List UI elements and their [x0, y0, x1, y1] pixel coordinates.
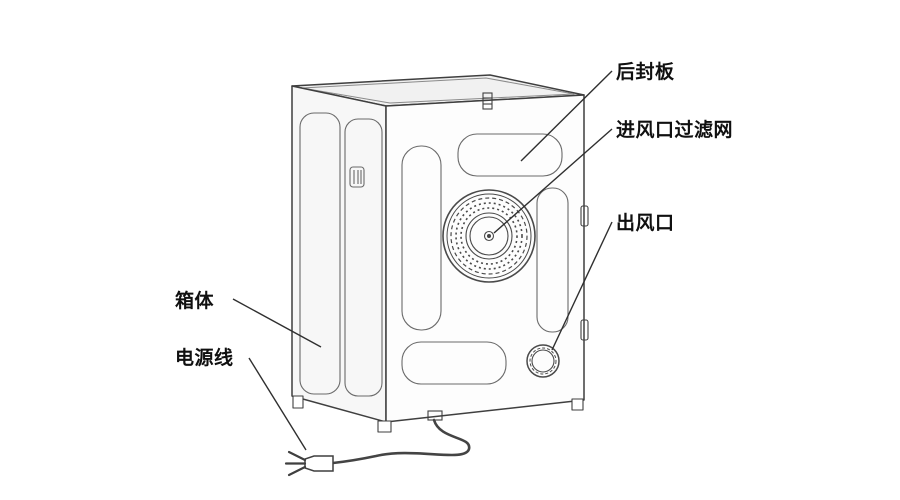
- label-inlet-filter: 进风口过滤网: [616, 120, 734, 141]
- machine-body: [291, 74, 585, 433]
- rear-groove-right: [536, 187, 569, 333]
- hinge-tab-upper: [580, 205, 589, 227]
- filter-hub-dot: [487, 234, 491, 238]
- foot-left: [292, 395, 304, 409]
- label-air-outlet: 出风口: [616, 213, 675, 234]
- leader-line-inlet-filter: [493, 128, 613, 234]
- leader-line-rear-panel: [520, 70, 613, 162]
- air-outlet-circle: [526, 344, 560, 378]
- plug-prongs: [284, 450, 307, 477]
- leader-line-cabinet: [232, 298, 322, 348]
- label-power-cord: 电源线: [175, 348, 234, 369]
- machine-top-lid-rim: [301, 77, 575, 104]
- power-cord: [331, 418, 471, 465]
- leader-line-air-outlet: [551, 221, 613, 351]
- machine-side-panel: [291, 85, 387, 423]
- rear-groove-bottom: [401, 341, 507, 385]
- side-panel-details: [299, 112, 383, 397]
- rear-groove-top: [457, 133, 563, 177]
- side-groove-front: [299, 112, 341, 395]
- power-plug: [284, 450, 334, 477]
- top-bracket-detail: [482, 92, 493, 110]
- rear-groove-left: [401, 145, 442, 331]
- side-handle-detail: [349, 166, 365, 188]
- leader-line-power-cord: [248, 357, 307, 451]
- side-groove-back: [344, 118, 383, 397]
- foot-right: [571, 398, 584, 411]
- hinge-tab-lower: [580, 319, 589, 341]
- rear-panel-details: [401, 92, 589, 421]
- leader-lines: [232, 70, 613, 451]
- foot-middle: [377, 420, 392, 433]
- label-cabinet: 箱体: [175, 291, 215, 312]
- label-rear-panel: 后封板: [616, 62, 675, 83]
- inlet-filter-circle: [442, 189, 536, 283]
